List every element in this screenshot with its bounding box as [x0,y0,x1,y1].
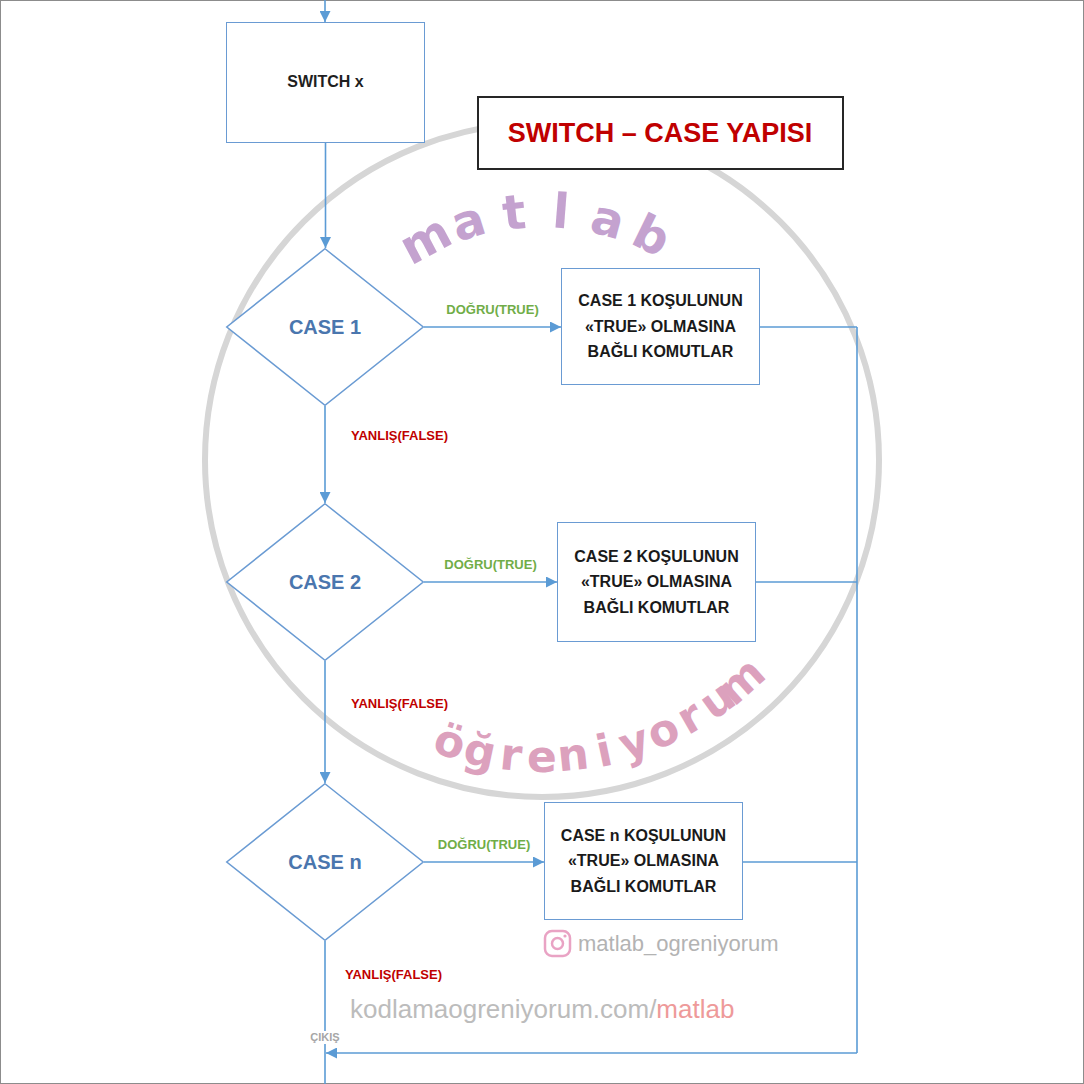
watermark-letter: n [555,732,591,779]
watermark-letter: l [551,186,571,235]
process-box: CASE n KOŞULUNUN «TRUE» OLMASINA BAĞLI K… [544,802,743,920]
label-holder: matlab [656,995,734,1025]
watermark-text: matlab [396,182,681,268]
watermark-letter: m [391,206,458,272]
merge-line [856,327,858,1053]
edge-label: YANLIŞ(FALSE) [349,428,450,443]
exit-label: ÇIKIŞ [308,1031,341,1044]
flow-arrow [424,326,561,328]
decision-diamond: CASE 2 [226,503,424,661]
watermark-letter: b [626,206,678,264]
node-text: SWITCH x [287,71,363,93]
edge-label-holder: YANLIŞ(FALSE) [349,696,450,711]
watermark-letter: t [500,186,528,236]
title-text: SWITCH – CASE YAPISI [508,118,813,149]
edge-label: DOĞRU(TRUE) [442,557,538,572]
case-label: CASE 2 [289,570,361,594]
exit-line [324,941,326,1084]
node-text: CASE 1 KOŞULUNUN «TRUE» OLMASINA BAĞLI K… [570,288,751,365]
flow-arrow [325,143,327,248]
merge-line [756,581,857,583]
edge-label-holder: DOĞRU(TRUE) [442,557,538,572]
edge-label: YANLIŞ(FALSE) [349,696,450,711]
watermark-text: matlab [656,995,734,1025]
return-arrow [326,1052,857,1054]
node-text: CASE n KOŞULUNUN «TRUE» OLMASINA BAĞLI K… [553,823,734,900]
flow-arrow [324,406,326,503]
decision-diamond: CASE n [226,783,424,941]
label-holder: matlab_ogreniyorum [578,931,779,956]
decision-diamond: CASE 1 [226,248,424,406]
instagram-icon-lens [552,938,563,949]
label-holder: YANLIŞ(FALSE) [345,968,442,983]
edge-label-holder: DOĞRU(TRUE) [444,302,540,317]
edge-label: DOĞRU(TRUE) [444,302,540,317]
false-label: YANLIŞ(FALSE) [345,968,442,983]
watermark-letter: r [498,732,524,778]
edge-label: DOĞRU(TRUE) [436,837,532,852]
watermark-letter: i [592,727,616,773]
title-box: SWITCH – CASE YAPISI [477,96,844,170]
watermark-text: kodlamaogreniyorum.com/ [350,995,656,1025]
diamond-shape [227,249,424,406]
flow-arrow [424,861,544,863]
watermark-text: öğreniyorum [424,654,767,783]
watermark-ring [205,123,879,797]
flow-arrow [324,661,326,783]
process-box: SWITCH x [226,22,425,143]
edge-label-holder: YANLIŞ(FALSE) [349,428,450,443]
case-label: CASE 1 [289,315,361,339]
instagram-icon-dot [563,934,566,937]
instagram-icon [545,931,570,956]
watermark-letter: e [527,735,557,779]
diamond-shape [227,504,424,661]
merge-line [743,861,857,863]
node-text: CASE 2 KOŞULUNUN «TRUE» OLMASINA BAĞLI K… [566,544,747,621]
label-holder: ÇIKIŞ [308,1031,341,1044]
merge-line [760,326,857,328]
flow-arrow [424,581,557,583]
watermark-letter: a [586,191,630,246]
case-label: CASE n [288,850,361,874]
process-box: CASE 2 KOŞULUNUN «TRUE» OLMASINA BAĞLI K… [557,522,756,642]
process-box: CASE 1 KOŞULUNUN «TRUE» OLMASINA BAĞLI K… [561,268,760,385]
watermark-text: matlab_ogreniyorum [578,931,779,956]
entry-arrow [324,0,326,22]
label-holder: kodlamaogreniyorum.com/ [350,995,656,1025]
edge-label-holder: DOĞRU(TRUE) [436,837,532,852]
instagram-icon-frame [545,931,570,956]
diamond-shape [227,784,424,941]
